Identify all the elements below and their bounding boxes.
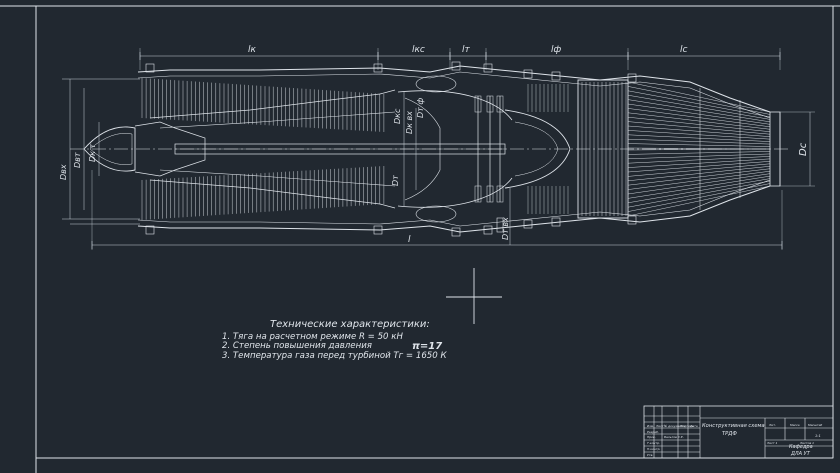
dim-label-dkvh: Dк вх: [405, 111, 414, 134]
title-row-label-date: Дата: [689, 424, 698, 428]
dim-label-dtf: Dт ф: [416, 98, 425, 118]
title-organization: Кафедра: [789, 444, 813, 450]
inlet-spinner-inner: [89, 133, 133, 165]
title-header-scale: Масштаб: [808, 423, 822, 427]
title-role-ncontrol: Н.контр.: [647, 447, 660, 451]
dim-label-dtvh: Dт вх: [501, 217, 510, 240]
characteristic-pressure-ratio-value: π=17: [412, 341, 442, 352]
tail-cone-inner: [514, 121, 559, 177]
dim-label-lc: lс: [680, 45, 688, 55]
afterburner-panels: [581, 82, 627, 216]
casing-lower-inner: [137, 179, 771, 227]
combustor-liner-upper: [397, 90, 513, 121]
title-row-label-list: Лист: [655, 424, 664, 428]
title-header-lit: Лит.: [768, 423, 776, 427]
characteristics-title: Технические характеристики:: [270, 319, 430, 330]
title-scale-value: 1:1: [815, 434, 821, 438]
title-row-label-izm: Изм.: [647, 424, 654, 428]
casing-upper-contour: [137, 65, 771, 113]
casing-upper-inner: [137, 71, 771, 119]
title-row-label-sign: Подпись: [680, 424, 694, 428]
combustor-inner: [404, 97, 441, 201]
characteristic-thrust: 1. Тяга на расчетном режиме R = 50 кН: [222, 332, 403, 342]
turbofan-engine-body: [70, 61, 790, 237]
inlet-spinner: [83, 126, 136, 172]
title-role-tcontrol: Т.контр.: [647, 441, 660, 445]
dim-label-dt: Dт: [391, 175, 400, 186]
dim-label-dks: Dкс: [393, 108, 402, 124]
afterburner-duct: [577, 79, 629, 219]
dim-label-dvh: Dвх: [59, 164, 68, 180]
title-header-mass: Масса: [790, 423, 800, 427]
turbine-stages: [474, 95, 504, 203]
title-organization-2: ДЛА УТ: [790, 451, 811, 457]
dimension-lines: [62, 48, 815, 250]
dim-label-lf: lф: [551, 45, 562, 55]
dim-label-dvt: Dвт: [73, 152, 82, 168]
sheet-frame: [0, 5, 840, 473]
tail-cone: [504, 109, 571, 189]
dim-label-dc: Dс: [798, 142, 809, 156]
technical-characteristics: Технические характеристики: 1. Тяга на р…: [222, 319, 447, 361]
afterburner-liner: [527, 84, 569, 214]
dim-label-lk: lк: [248, 45, 257, 55]
nozzle-flaps: [627, 81, 771, 217]
title-role-checker: Пров.: [647, 435, 656, 439]
fuel-manifold-lower: [415, 205, 457, 223]
compressor-hub-lower: [159, 169, 396, 187]
compressor-stages: [141, 78, 385, 220]
compressor-flowpath-lower: [149, 179, 396, 209]
diameter-dimension-labels: Dвх Dвт Dк т Dкс Dк вх Dт ф Dт Dт вх Dс: [59, 98, 809, 240]
title-drawing-subtitle: ТРДФ: [722, 431, 737, 437]
engine-mounts: [145, 61, 637, 237]
dim-label-l: l: [408, 235, 411, 245]
title-block: [643, 405, 834, 459]
bottom-strut: [496, 217, 504, 233]
dim-label-dkt: Dк т: [88, 143, 97, 162]
characteristic-gas-temperature: 3. Температура газа перед турбиной Tг = …: [222, 351, 447, 361]
title-sheets: Листов 1: [799, 441, 814, 445]
compressor-hub-upper: [159, 111, 396, 129]
crosshair-cursor: [446, 268, 502, 324]
characteristic-pressure-ratio: 2. Степень повышения давления: [222, 341, 372, 351]
title-role-approved: Утв.: [647, 453, 653, 457]
combustor-liner-lower: [397, 177, 513, 208]
title-block-outline: [643, 405, 834, 459]
title-role-developer: Разраб.: [647, 430, 659, 434]
casing-lower-contour: [137, 185, 771, 233]
dim-label-lt: lт: [462, 45, 471, 55]
title-row-label-doc: № документа: [663, 424, 685, 428]
title-author: Бальтов С.Е.: [664, 435, 684, 439]
dim-label-lks: lкс: [412, 45, 425, 55]
title-drawing-name: Конструктивная схема: [702, 423, 765, 429]
fuel-manifold-upper: [415, 75, 457, 93]
axial-dimension-labels: lк lкс lт lф lс l: [248, 45, 688, 245]
compressor-flowpath-upper: [149, 89, 396, 119]
title-sheet: Лист 1: [766, 441, 778, 445]
title-block-text: Конструктивная схема ТРДФ Кафедра ДЛА УТ…: [647, 423, 822, 457]
